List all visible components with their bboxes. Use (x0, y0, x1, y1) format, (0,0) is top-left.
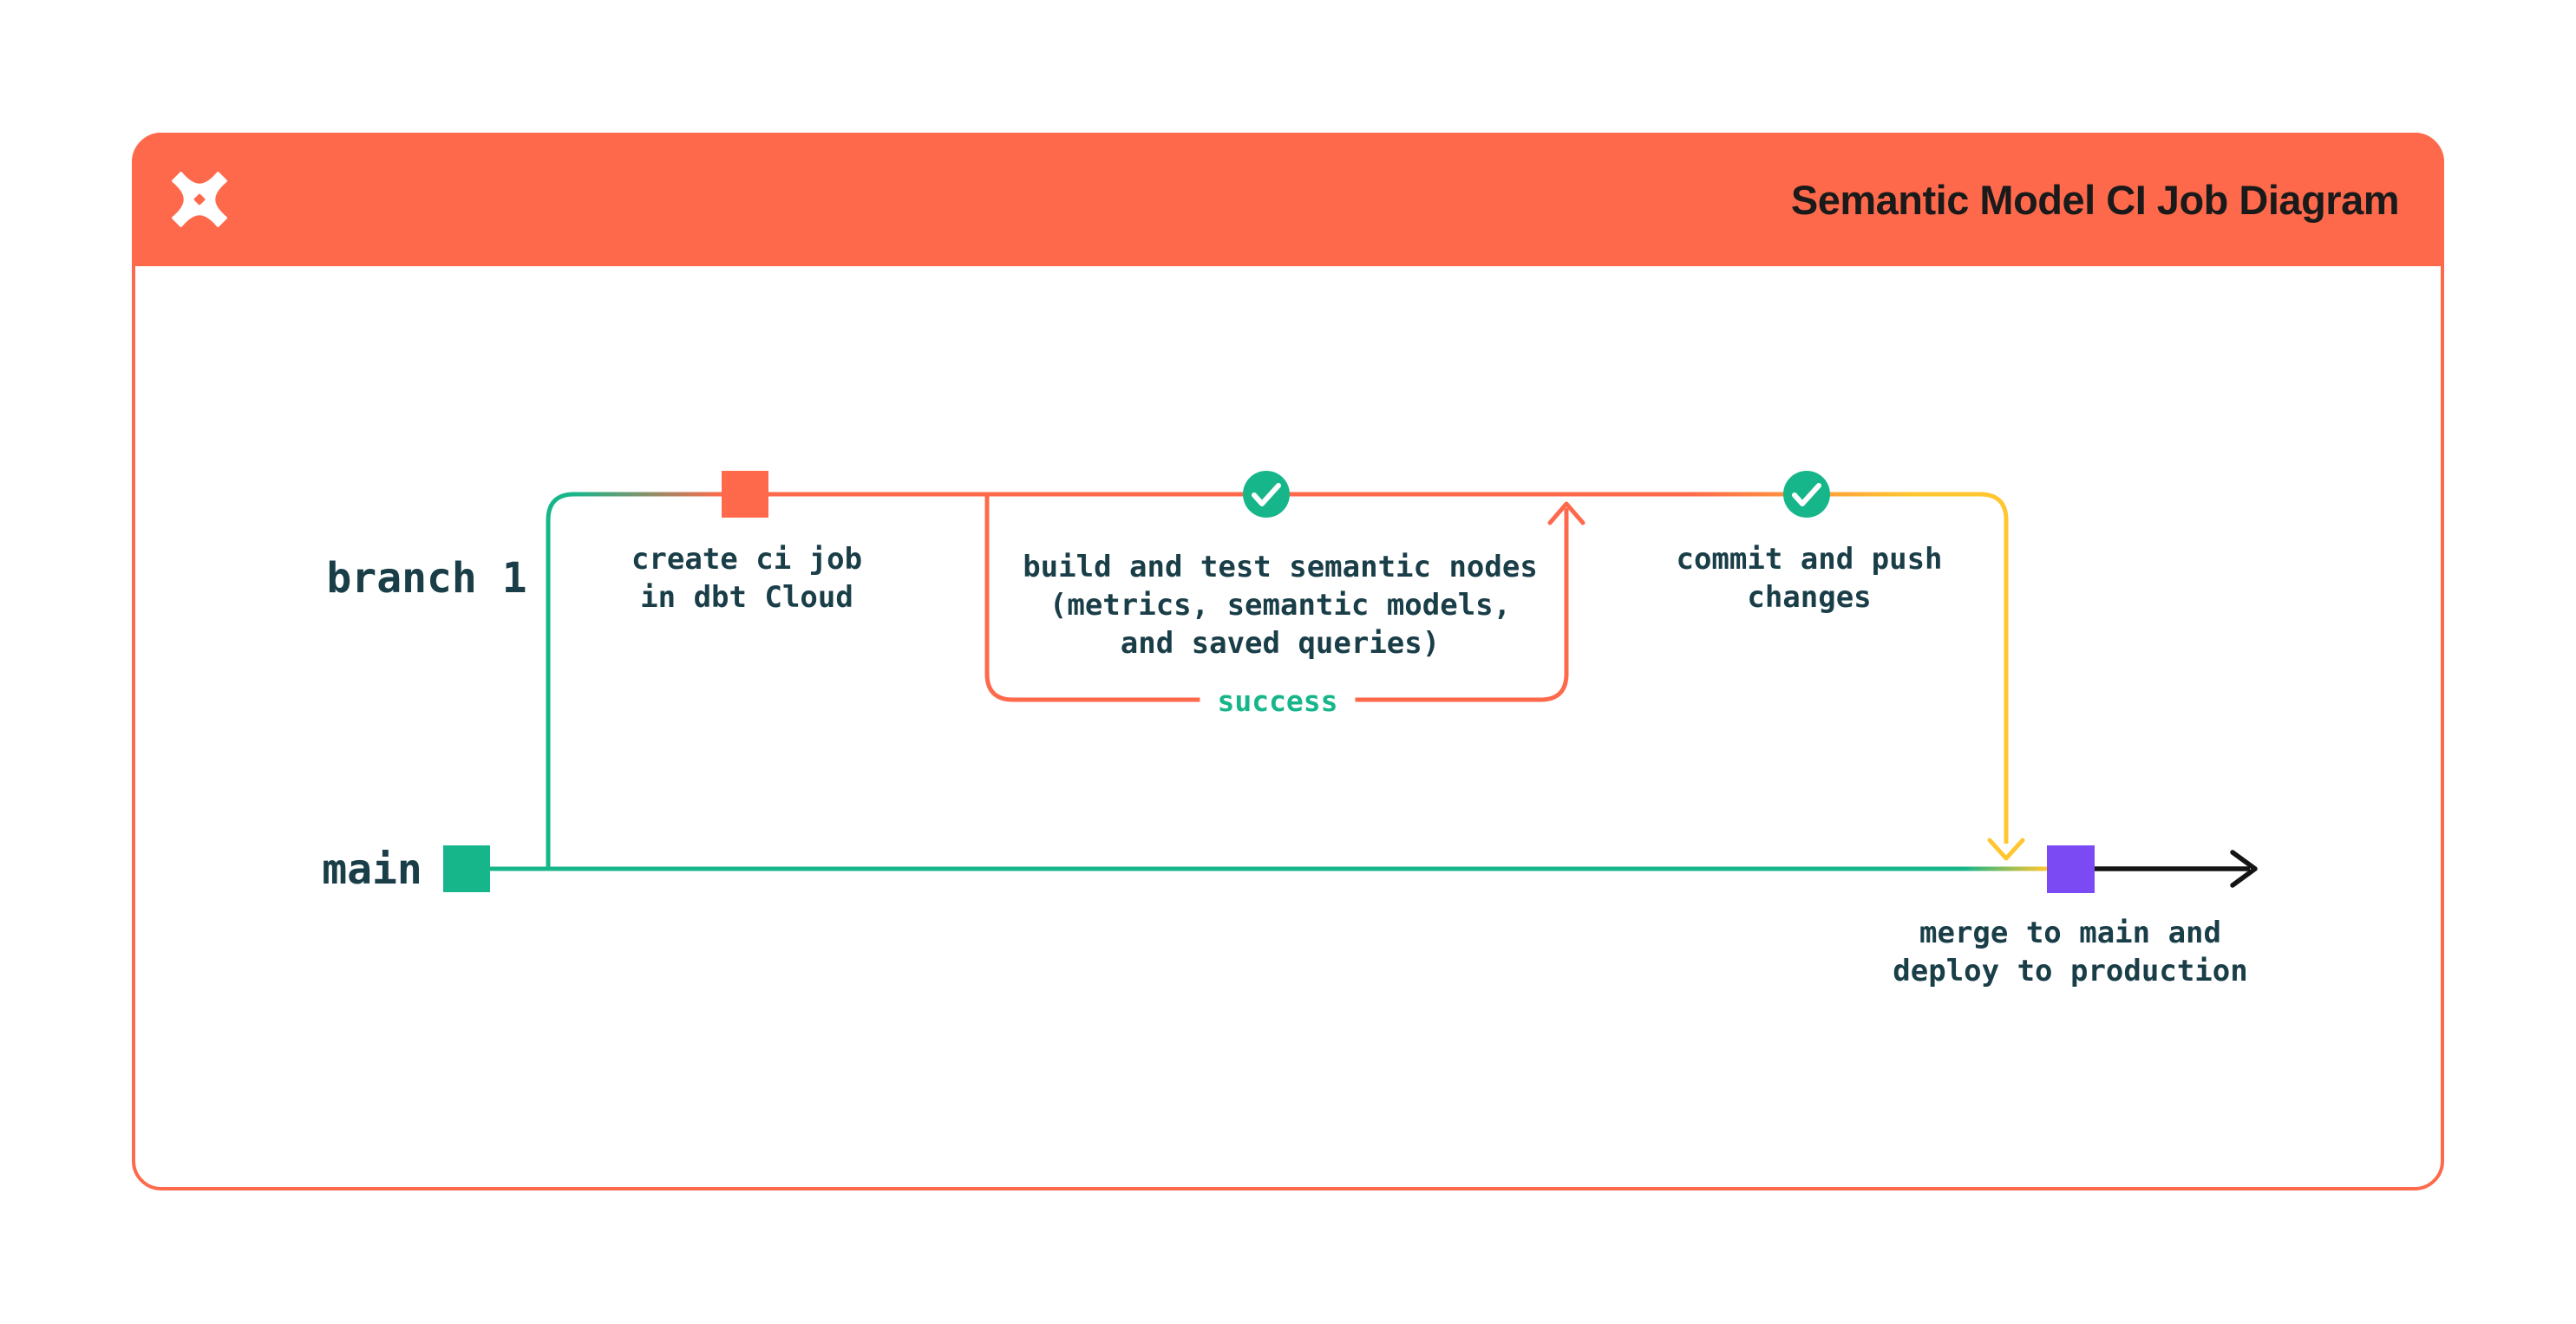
branch-line-green-segment (546, 492, 583, 869)
dbt-logo-icon (172, 172, 227, 227)
diagram-title: Semantic Model CI Job Diagram (1790, 176, 2400, 223)
success-loop-label: success (1200, 682, 1356, 721)
success-arrow-up-icon (1547, 501, 1585, 525)
step-label-merge-deploy: merge to main and deploy to production (1893, 916, 2248, 988)
check-mark (1792, 483, 1821, 506)
merge-node-square (2047, 845, 2095, 893)
check-circle (1783, 471, 1830, 518)
check-circle (1243, 471, 1290, 518)
step-label-build-and-test: build and test semantic nodes (metrics, … (1023, 550, 1538, 661)
branch1-label: branch 1 (326, 554, 527, 603)
step-label-create-ci-job: create ci job in dbt Cloud (631, 542, 863, 615)
branch-line-yellow-segment (1912, 492, 2009, 844)
main-line (489, 850, 2258, 888)
dbt-star-center-diamond (193, 193, 206, 205)
diagram-card: Semantic Model CI Job Diagram (132, 133, 2444, 1190)
commit-push-check-icon (1783, 471, 1830, 518)
build-test-check-icon (1243, 471, 1290, 518)
merge-arrow-down-icon (1987, 838, 2025, 861)
main-start-node-square (443, 845, 490, 892)
create-ci-job-node-square (722, 471, 768, 518)
card-header: Semantic Model CI Job Diagram (132, 133, 2444, 266)
step-label-commit-and-push: commit and push changes (1676, 542, 1943, 615)
production-arrow-icon (2230, 850, 2258, 888)
check-mark (1252, 483, 1281, 506)
main-label: main (322, 845, 422, 894)
